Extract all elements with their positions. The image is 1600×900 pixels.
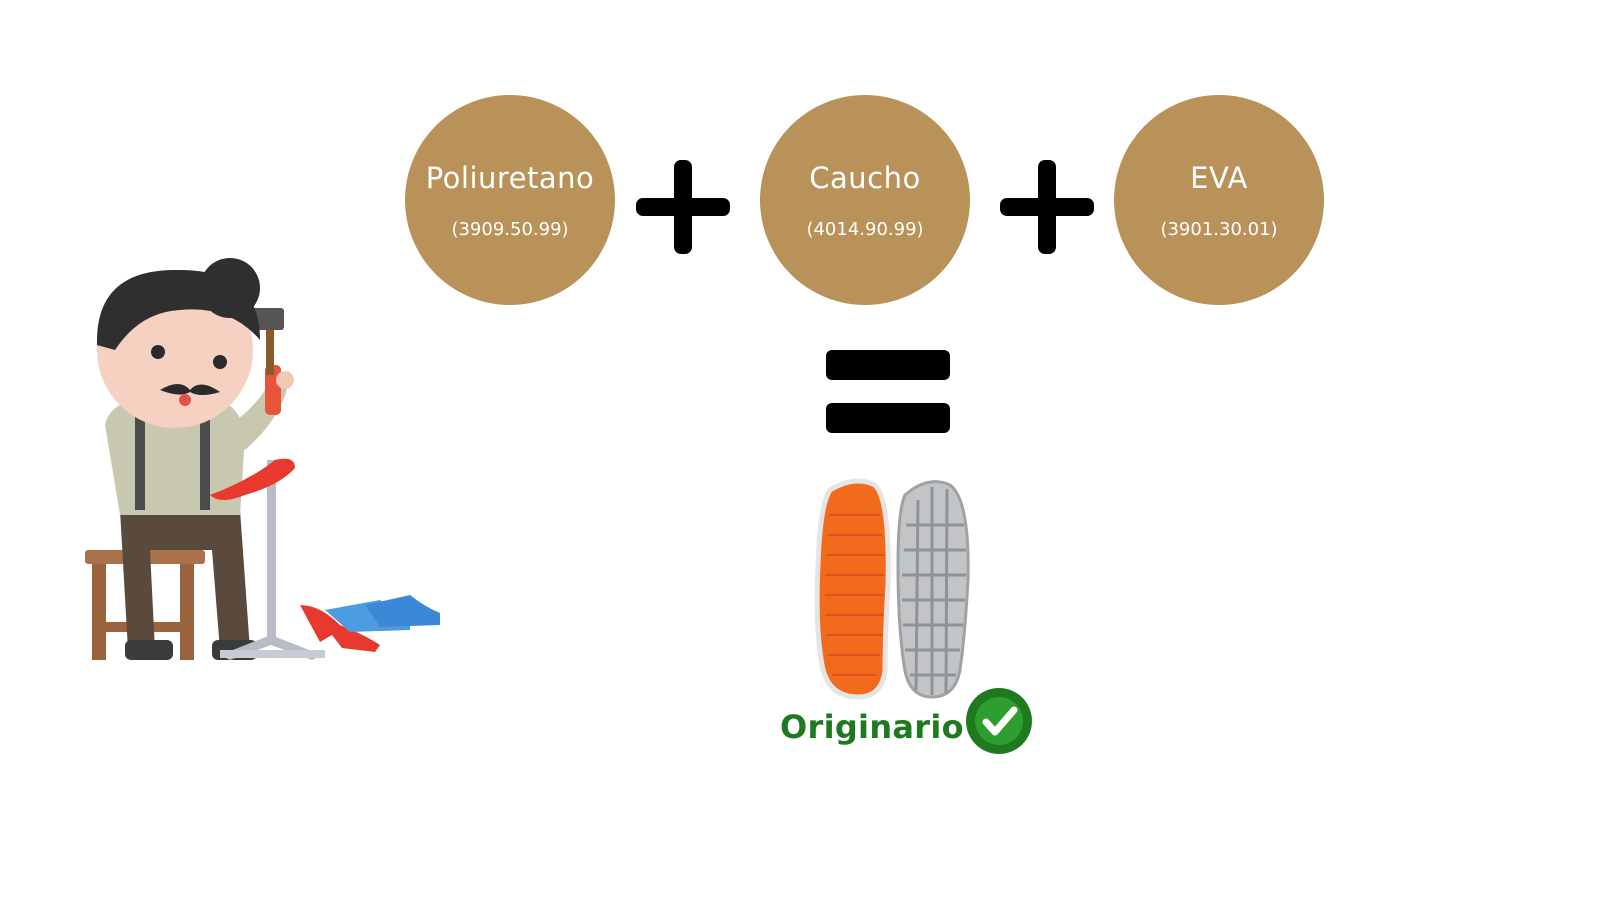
material-name: Caucho <box>809 160 921 195</box>
material-circle-caucho: Caucho (4014.90.99) <box>760 95 970 305</box>
cobbler-illustration <box>85 258 440 660</box>
material-circle-eva: EVA (3901.30.01) <box>1114 95 1324 305</box>
material-code: (4014.90.99) <box>806 218 924 240</box>
material-code: (3909.50.99) <box>451 218 569 240</box>
plus-icon <box>636 160 730 254</box>
check-circle-icon <box>966 688 1032 754</box>
result-label: Originario <box>780 708 964 746</box>
equals-icon <box>826 350 950 433</box>
material-code: (3901.30.01) <box>1160 218 1278 240</box>
material-name: EVA <box>1190 160 1248 195</box>
material-circle-poliuretano: Poliuretano (3909.50.99) <box>405 95 615 305</box>
plus-icon <box>1000 160 1094 254</box>
material-name: Poliuretano <box>425 160 595 195</box>
shoe-soles-image <box>814 478 970 700</box>
